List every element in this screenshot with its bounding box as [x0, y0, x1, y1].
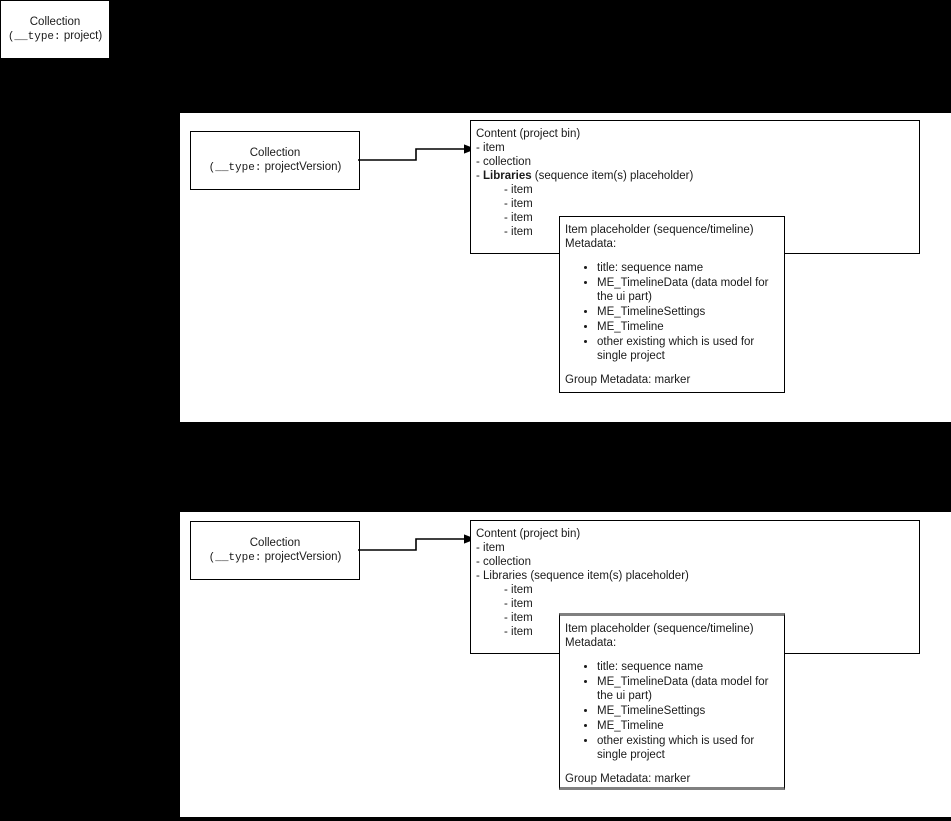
node-collection-project-type-label: (__type:: [7, 31, 61, 43]
node-item-placeholder-1[interactable]: Item placeholder (sequence/timeline) Met…: [559, 216, 785, 393]
item-placeholder-header-1: Item placeholder (sequence/timeline): [565, 224, 754, 236]
content-subitem-1d: - item: [504, 226, 533, 238]
content-subitem-1b: - item: [504, 198, 533, 210]
node-item-placeholder-2[interactable]: Item placeholder (sequence/timeline) Met…: [559, 613, 785, 790]
list-item: title: sequence name: [597, 261, 784, 275]
node-collection-projectversion-1-type-label: (__type:: [208, 162, 262, 174]
node-collection-projectversion-2-title: Collection: [249, 537, 301, 549]
content-subitem-2a: - item: [504, 584, 533, 596]
item-placeholder-group-metadata-2: Group Metadata: marker: [565, 773, 691, 785]
list-item: other existing which is used for single …: [597, 335, 784, 363]
list-item: ME_TimelineData (data model for the ui p…: [597, 276, 784, 304]
node-collection-projectversion-2-type-value: projectVersion): [264, 551, 342, 563]
list-item: ME_TimelineSettings: [597, 305, 784, 319]
list-item: ME_Timeline: [597, 320, 784, 334]
item-placeholder-metadata-label-2: Metadata:: [565, 637, 617, 649]
content-title-2: Content (project bin): [476, 528, 581, 540]
node-collection-projectversion-1-type-value: projectVersion): [264, 161, 342, 173]
content-subitem-2d: - item: [504, 626, 533, 638]
node-collection-project-type: (__type: project): [8, 29, 102, 44]
node-collection-projectversion-2-type: (__type: projectVersion): [209, 550, 342, 565]
node-collection-project-title: Collection: [29, 16, 81, 28]
libraries-suffix-2: (sequence item(s) placeholder): [527, 570, 689, 582]
list-item: other existing which is used for single …: [597, 734, 784, 762]
content-title-1: Content (project bin): [476, 128, 581, 140]
content-line-libraries-2: - Libraries (sequence item(s) placeholde…: [476, 569, 919, 583]
libraries-prefix-1: -: [476, 170, 484, 182]
node-collection-projectversion-2-type-label: (__type:: [208, 552, 262, 564]
list-item: ME_Timeline: [597, 719, 784, 733]
content-line-item-1a: - item: [476, 142, 505, 154]
node-collection-projectversion-1-type: (__type: projectVersion): [209, 160, 342, 175]
node-collection-projectversion-1[interactable]: Collection (__type: projectVersion): [190, 131, 360, 190]
libraries-label-2: Libraries: [483, 570, 528, 582]
content-line-libraries-1: - Libraries (sequence item(s) placeholde…: [476, 169, 919, 183]
libraries-suffix-1: (sequence item(s) placeholder): [531, 170, 694, 182]
libraries-prefix-2: -: [476, 570, 484, 582]
content-subitem-1a: - item: [504, 184, 533, 196]
arrow-right-icon-1: [358, 144, 476, 161]
node-collection-projectversion-2[interactable]: Collection (__type: projectVersion): [190, 521, 360, 580]
item-placeholder-header-2: Item placeholder (sequence/timeline): [565, 623, 754, 635]
content-subitem-1c: - item: [504, 212, 533, 224]
content-line-collection-1: - collection: [476, 156, 531, 168]
item-placeholder-metadata-label-1: Metadata:: [565, 238, 617, 250]
item-placeholder-metadata-list-2: title: sequence name ME_TimelineData (da…: [565, 660, 784, 762]
item-placeholder-group-metadata-1: Group Metadata: marker: [565, 374, 691, 386]
item-placeholder-metadata-list-1: title: sequence name ME_TimelineData (da…: [565, 261, 784, 363]
node-collection-project[interactable]: Collection (__type: project): [0, 0, 110, 59]
list-item: ME_TimelineData (data model for the ui p…: [597, 675, 784, 703]
arrow-right-icon-2: [358, 534, 476, 551]
content-line-item-2a: - item: [476, 542, 505, 554]
list-item: ME_TimelineSettings: [597, 704, 784, 718]
content-subitem-2b: - item: [504, 598, 533, 610]
node-collection-projectversion-1-title: Collection: [249, 147, 301, 159]
node-collection-project-type-value: project): [63, 30, 103, 42]
content-subitem-2c: - item: [504, 612, 533, 624]
libraries-label-1: Libraries: [483, 170, 532, 182]
list-item: title: sequence name: [597, 660, 784, 674]
content-line-collection-2: - collection: [476, 556, 531, 568]
